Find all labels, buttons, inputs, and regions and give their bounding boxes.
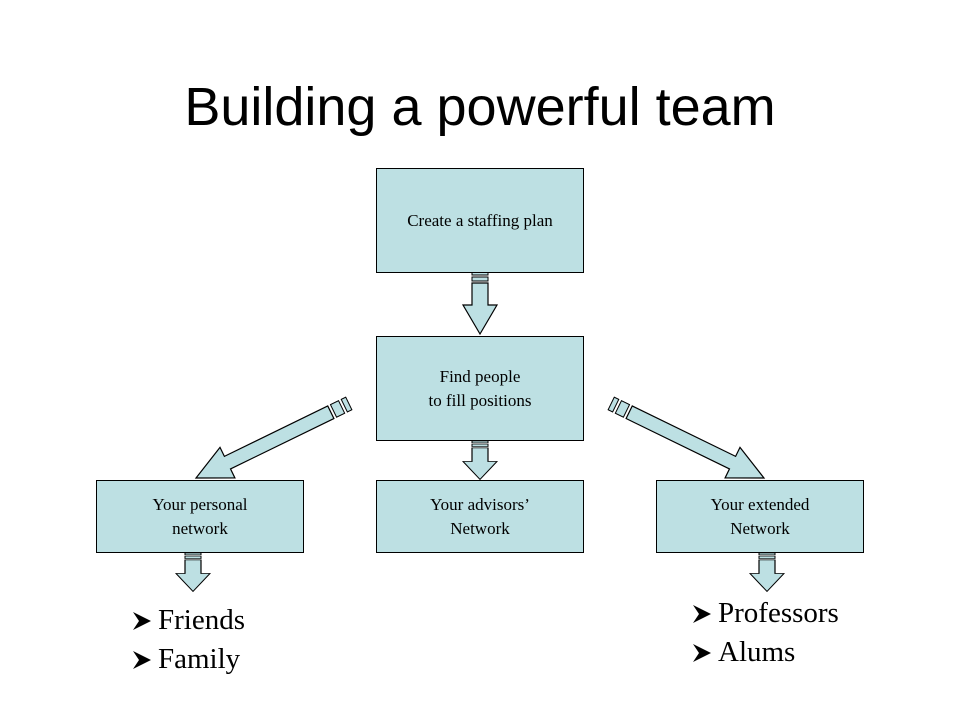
list-item: Alums (690, 633, 839, 672)
node-advisors-network: Your advisors’ Network (376, 480, 584, 553)
personal-network-list: Friends Family (130, 601, 245, 679)
list-item-label: Family (158, 643, 241, 675)
list-item-label: Alums (718, 636, 796, 668)
arrow-plan-to-find (462, 271, 498, 335)
arrow-personal-to-list (175, 552, 211, 593)
list-item-label: Friends (158, 604, 245, 636)
node-extended-network: Your extended Network (656, 480, 864, 553)
node-staffing-plan: Create a staffing plan (376, 168, 584, 273)
list-item: Professors (690, 594, 839, 633)
arrowhead-bullet-icon (690, 641, 716, 665)
arrowhead-bullet-icon (690, 602, 716, 626)
node-find-people: Find people to fill positions (376, 336, 584, 441)
list-item: Friends (130, 601, 245, 640)
arrow-extended-to-list (749, 552, 785, 593)
arrow-find-to-extended (603, 387, 773, 494)
slide-title: Building a powerful team (184, 77, 776, 137)
arrow-find-to-advisors (462, 440, 498, 481)
node-personal-network: Your personal network (96, 480, 304, 553)
arrow-find-to-personal (187, 387, 357, 494)
list-item-label: Professors (718, 597, 839, 629)
extended-network-list: Professors Alums (690, 594, 839, 672)
list-item: Family (130, 640, 245, 679)
arrowhead-bullet-icon (130, 648, 156, 672)
arrowhead-bullet-icon (130, 609, 156, 633)
